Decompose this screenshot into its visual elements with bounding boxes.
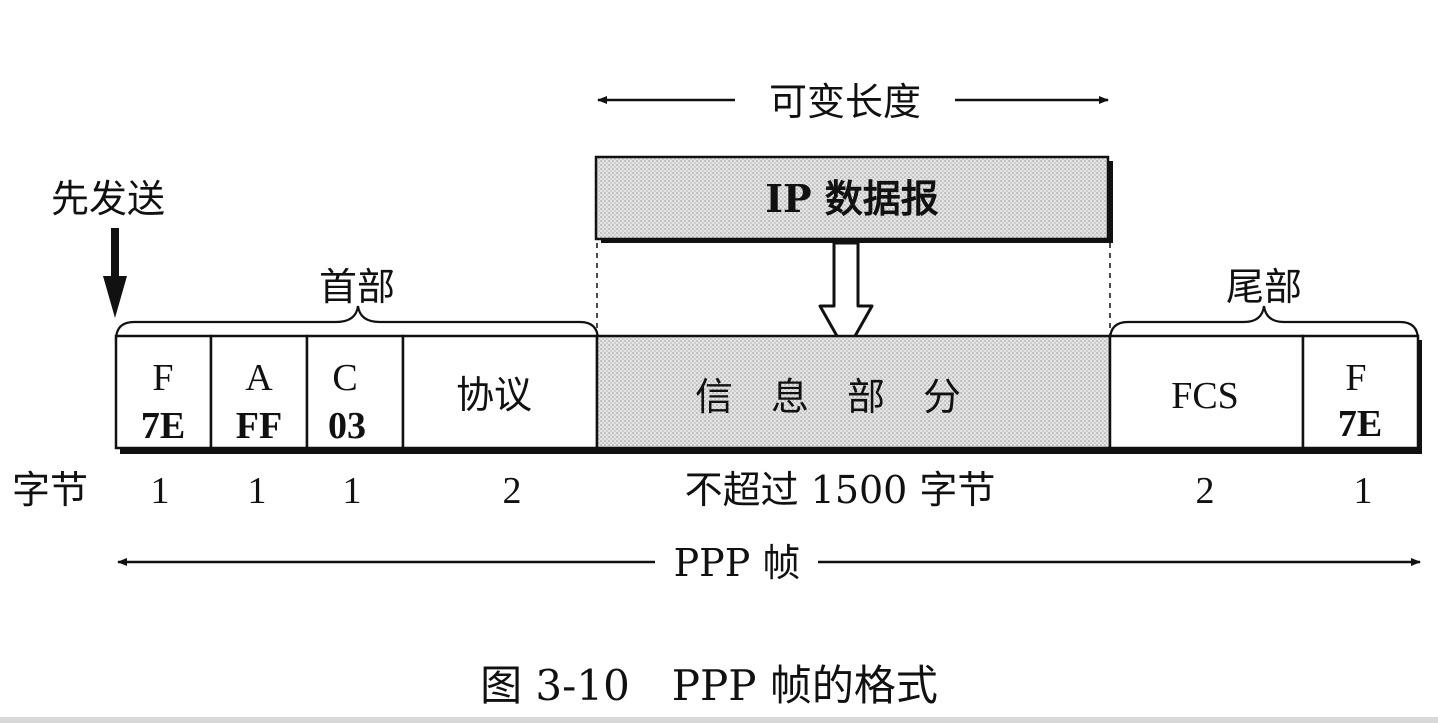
variable-length-label: 可变长度: [769, 80, 921, 124]
field-f-start: [114, 334, 213, 450]
first-send-label: 先发送: [51, 177, 165, 221]
ip-datagram-label: IP 数据报: [765, 176, 939, 221]
byte-count-f-start: 1: [151, 470, 170, 512]
field-c-value: 03: [328, 405, 366, 447]
field-fcs: [1108, 334, 1305, 450]
field-f-start-value: 7E: [141, 405, 185, 447]
bytes-label: 字节: [12, 468, 88, 512]
field-f-end-name: F: [1345, 357, 1366, 399]
field-information: [595, 334, 1112, 450]
trailer-brace: [1108, 305, 1420, 341]
field-f-start-name: F: [152, 357, 173, 399]
figure-caption: 图 3-10 PPP 帧的格式: [480, 661, 938, 710]
trailer-label: 尾部: [1226, 265, 1302, 309]
field-information-name: 信 息 部 分: [695, 375, 961, 419]
field-a-value: FF: [236, 405, 282, 447]
header-label: 首部: [319, 265, 395, 309]
field-f-end-value: 7E: [1338, 403, 1382, 445]
byte-count-c: 1: [343, 470, 362, 512]
field-c-name: C: [332, 357, 357, 399]
byte-count-a: 1: [248, 470, 267, 512]
byte-count-protocol: 2: [503, 470, 522, 512]
ip-datagram-box: [594, 155, 1110, 241]
header-brace: [114, 305, 600, 341]
field-c: [305, 334, 405, 450]
field-fcs-name: FCS: [1171, 375, 1239, 417]
byte-count-information: 不超过 1500 字节: [685, 468, 996, 512]
first-send-arrow-shaft: [111, 228, 119, 278]
byte-count-fcs: 2: [1196, 470, 1215, 512]
encapsulation-arrow: [818, 241, 874, 354]
field-a-name: A: [245, 357, 273, 399]
field-protocol-name: 协议: [456, 373, 532, 417]
field-f-end: [1301, 334, 1420, 450]
field-a: [209, 334, 309, 450]
ppp-frame-label: PPP 帧: [674, 541, 801, 585]
byte-count-f-end: 1: [1354, 470, 1373, 512]
field-protocol: [401, 334, 599, 450]
first-send-arrow-head: [103, 276, 127, 318]
bottom-scan-edge: [0, 717, 1438, 723]
